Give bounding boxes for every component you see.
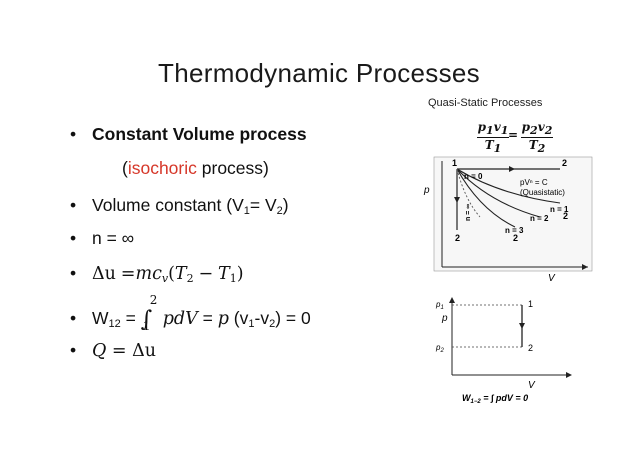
down-arrow: [519, 323, 525, 329]
v-axis-arrow: [566, 372, 572, 378]
paren-open: (: [122, 158, 128, 178]
label-n1: n = 1: [550, 205, 569, 214]
point-1: 1: [452, 158, 457, 168]
isochoric-diagram: p V p1 p2 1 2 W1−2 = ∫ pdV = 0: [435, 297, 572, 405]
sub: 1: [229, 272, 237, 285]
n-intermediate-curve: [456, 168, 481, 218]
text: =: [197, 308, 218, 328]
bullet-dot: •: [70, 340, 77, 360]
text: T: [174, 264, 187, 284]
denominator-1: T1: [484, 138, 502, 155]
text: pdV: [162, 309, 198, 329]
down-arrow: [454, 197, 460, 203]
text: (v: [228, 308, 249, 328]
bullet-volume-constant: • Volume constant (V1= V2): [70, 195, 289, 217]
bullet-isochoric: (isochoric process): [122, 158, 269, 179]
point-2-b: 2: [513, 233, 518, 243]
text: Δu: [92, 264, 116, 284]
sub: 12: [108, 318, 121, 330]
text: n = ∞: [92, 228, 135, 248]
integral-sign: ∫2 1: [140, 293, 163, 333]
fraction-bar-1: [477, 137, 509, 138]
sub: 1: [243, 205, 250, 217]
text: (: [168, 264, 175, 284]
v-axis-label: V: [548, 273, 556, 284]
text: ) = 0: [275, 308, 311, 328]
bullet-text: Constant Volume process: [92, 124, 307, 144]
point-2-a: 2: [455, 233, 460, 243]
p-axis-label: p: [423, 185, 430, 196]
text: mc: [135, 264, 162, 284]
text: T: [218, 264, 230, 284]
right-arrow: [509, 166, 515, 172]
text: p: [217, 309, 229, 329]
work-equation: W1−2 = ∫ pdV = 0: [462, 393, 528, 405]
numerator-1: p1v1: [477, 120, 509, 137]
isochoric-term: isochoric: [127, 158, 197, 178]
lower-limit: 1: [142, 319, 151, 333]
text: W: [92, 308, 109, 328]
bullet-delta-u: •Δu =mcv(T2 − T1): [70, 263, 244, 285]
point-2: 2: [528, 343, 533, 353]
equals-sign: =: [507, 128, 519, 142]
point-2-c: 2: [563, 211, 568, 221]
p2-label: p2: [435, 343, 444, 354]
sub: 2: [276, 205, 283, 217]
label-n0: n = 0: [464, 172, 483, 181]
point-2-top: 2: [562, 158, 567, 168]
paren-close: process): [196, 158, 269, 178]
label-quasistatic: (Quasistatic): [520, 188, 565, 197]
figure-caption: Quasi-Static Processes: [428, 97, 543, 109]
text: =: [120, 264, 136, 284]
integral: ∫: [140, 307, 153, 332]
p-axis-arrow: [449, 297, 455, 303]
slide-title: Thermodynamic Processes: [158, 58, 480, 88]
sub: 1: [248, 318, 255, 330]
text: −: [198, 264, 214, 284]
label-ninf: n = ∞: [465, 204, 472, 221]
bullet-constant-volume: • Constant Volume process: [70, 124, 307, 145]
diagram-background: [433, 156, 593, 272]
text: Volume constant (V: [92, 195, 244, 215]
upper-limit: 2: [149, 293, 158, 307]
bullet-dot: •: [70, 195, 77, 215]
n2-curve: [456, 168, 541, 218]
bullet-dot: •: [70, 124, 77, 144]
text: =: [120, 308, 141, 328]
v-axis-arrow: [582, 264, 588, 270]
sub: 2: [186, 272, 194, 285]
text: Q: [92, 341, 107, 361]
text: = V: [249, 195, 277, 215]
sub: v: [161, 272, 169, 285]
label-n2: n = 2: [530, 214, 549, 223]
denominator-2: T2: [528, 138, 546, 155]
polytropic-diagram: p V 1 n = 0 2 pVⁿ = C (Quasistatic) n = …: [423, 156, 593, 284]
v-axis-label: V: [528, 380, 536, 391]
bullet-heat: • Q = Δu: [70, 340, 156, 361]
text: ): [282, 195, 289, 215]
bullet-dot: •: [70, 263, 77, 283]
p1-label: p1: [435, 300, 444, 311]
text: = Δu: [106, 341, 157, 361]
n3-curve: [456, 168, 516, 228]
bullet-dot: •: [70, 228, 77, 248]
bullet-dot: •: [70, 308, 77, 328]
p-axis-label: p: [441, 313, 448, 324]
bullet-n-infinity: • n = ∞: [70, 228, 134, 249]
numerator-2: p2v2: [521, 120, 553, 137]
sub: 2: [269, 318, 276, 330]
text: ): [236, 264, 244, 284]
fraction-bar-2: [521, 137, 553, 138]
label-n3: n = 3: [505, 226, 524, 235]
label-pvn: pVⁿ = C: [520, 178, 548, 187]
text: -v: [254, 308, 270, 328]
point-1: 1: [528, 299, 533, 309]
n1-curve: [456, 168, 561, 204]
